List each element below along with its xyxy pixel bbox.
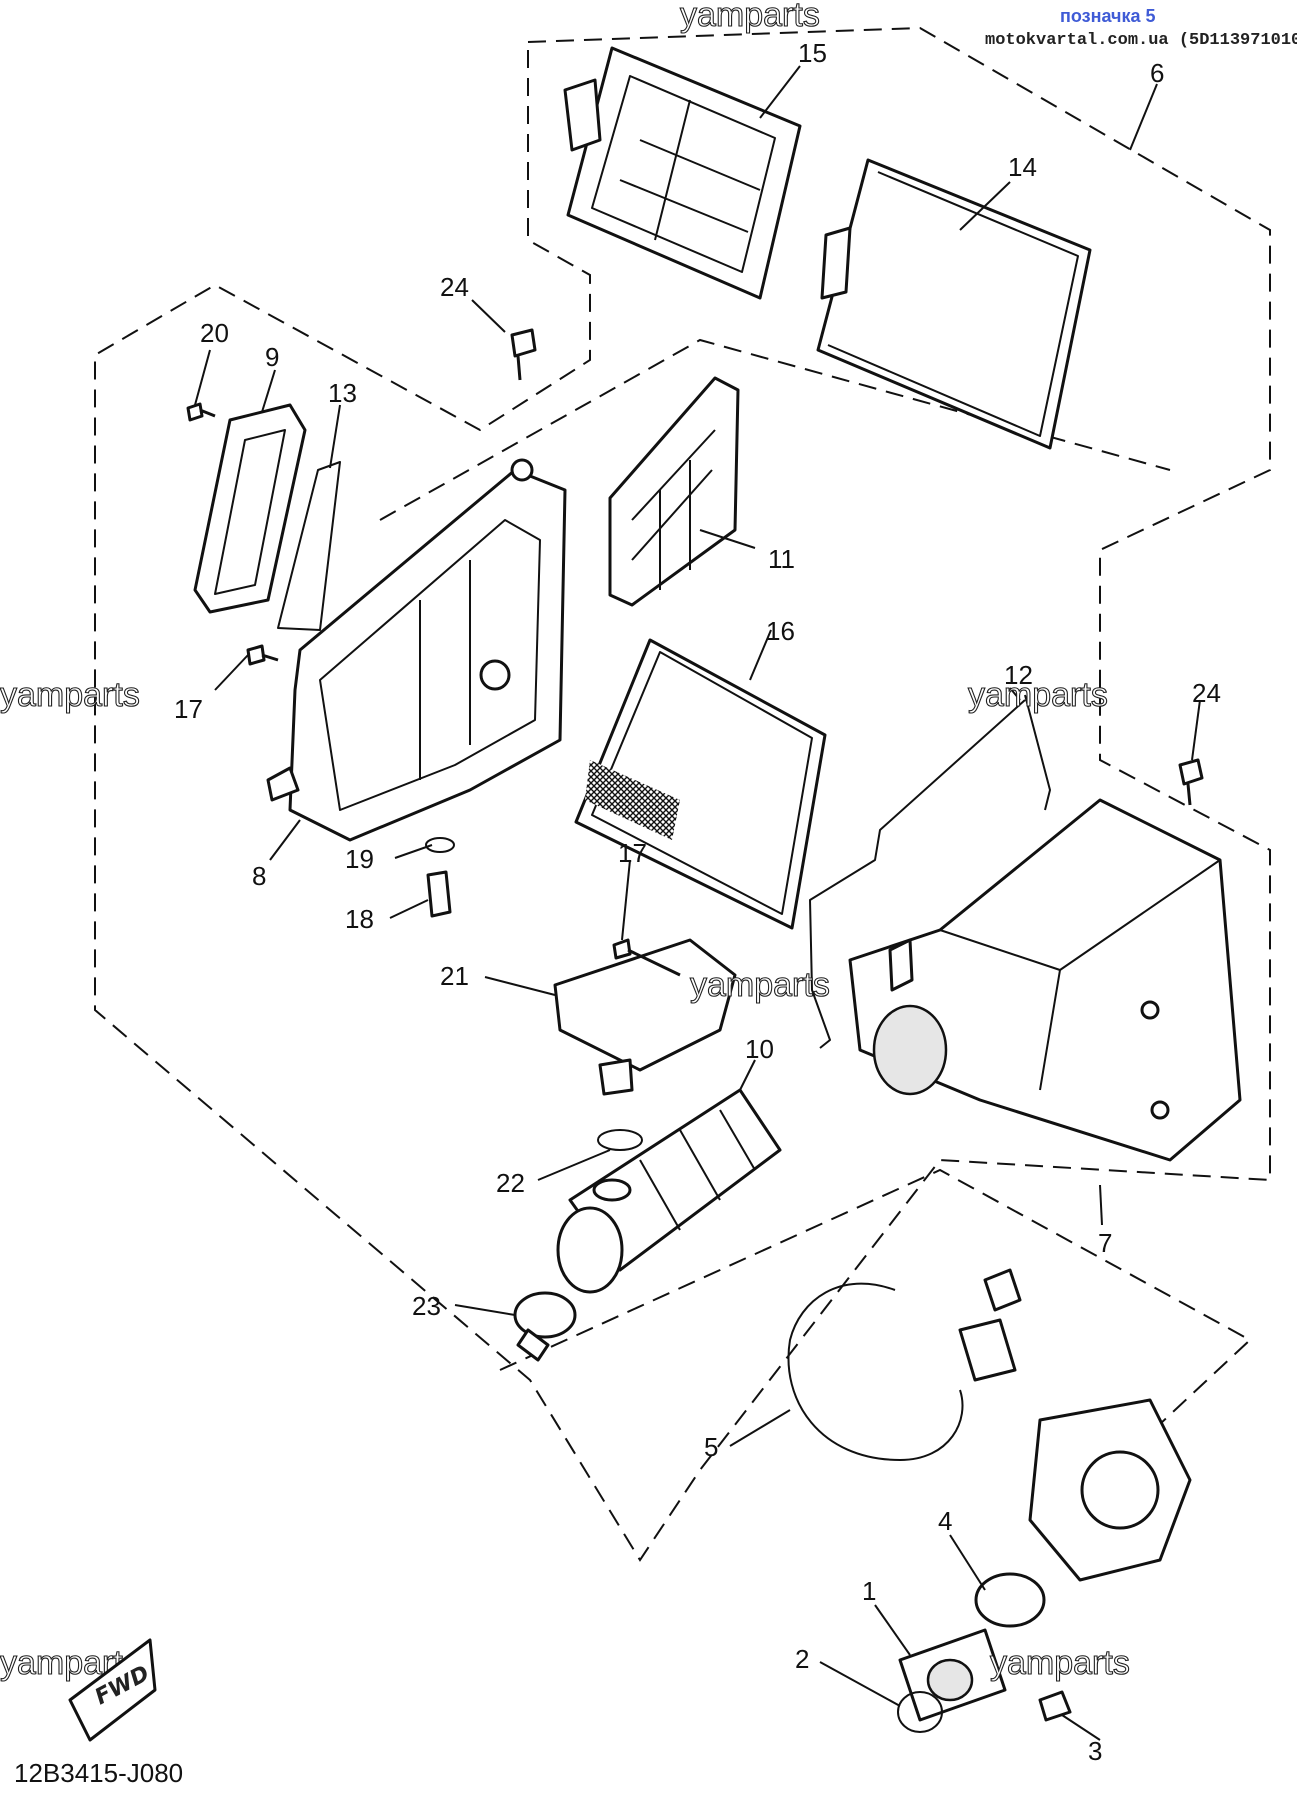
part-23-clamp (513, 1291, 577, 1362)
part-7-airbox-housing (848, 798, 1242, 1162)
part-24-bolt-b (1178, 758, 1204, 806)
part-5-hose (787, 1282, 964, 1461)
watermark-right: yamparts (968, 676, 1108, 714)
part-14-filter-element (816, 158, 1092, 450)
callout-2: 2 (795, 1644, 809, 1674)
watermark-bottom-right: yamparts (990, 1644, 1130, 1682)
part-16-screen (574, 638, 827, 930)
boundary-inner (379, 338, 1171, 521)
part-4-clamp (974, 1572, 1046, 1628)
part-9-side-cover (193, 403, 307, 614)
callout-6: 6 (1150, 58, 1164, 88)
callout-13: 13 (328, 378, 357, 408)
callout-24a: 24 (440, 272, 469, 302)
callout-22: 22 (496, 1168, 525, 1198)
part-2-o-ring (897, 1691, 943, 1733)
part-18-drain-cap (426, 870, 452, 918)
part-11-intake-frame (608, 376, 740, 607)
header-site: motokvartal.com.ua (5D1139710100) (985, 31, 1297, 50)
callout-14: 14 (1008, 152, 1037, 182)
part-1-manifold (898, 1628, 1007, 1722)
part-24-bolt-a (510, 328, 537, 381)
callout-20: 20 (200, 318, 229, 348)
part-15-filter-frame (563, 46, 802, 300)
callout-15: 15 (798, 38, 827, 68)
callout-23: 23 (412, 1291, 441, 1321)
callout-4: 4 (938, 1506, 952, 1536)
callout-17b: 17 (618, 838, 647, 868)
leader-lines (194, 65, 1201, 1741)
callout-16: 16 (766, 616, 795, 646)
callout-11: 11 (768, 544, 795, 574)
throttle-body (958, 1268, 1192, 1582)
callout-9: 9 (265, 342, 279, 372)
header-label: позначка 5 (1060, 6, 1156, 26)
callout-19: 19 (345, 844, 374, 874)
part-3-bolt (1038, 1690, 1072, 1722)
boundary-filter-group (94, 26, 1271, 1562)
diagram-code: 12B3415-J080 (14, 1758, 183, 1788)
part-10-intake-joint (556, 1088, 782, 1294)
part-12-seal-cord (809, 694, 1051, 1049)
callout-12: 12 (1004, 660, 1033, 690)
part-20-screw (186, 402, 216, 422)
part-8-airbox-case (266, 458, 567, 842)
callout-1: 1 (862, 1576, 876, 1606)
watermark-left: yamparts (0, 676, 140, 714)
watermark-top: yamparts (680, 0, 820, 34)
callout-7: 7 (1098, 1228, 1112, 1258)
part-17-screw-a (246, 644, 279, 666)
callout-24b: 24 (1192, 678, 1221, 708)
callout-5: 5 (704, 1432, 718, 1462)
callout-10: 10 (745, 1034, 774, 1064)
callout-3: 3 (1088, 1736, 1102, 1766)
callout-8: 8 (252, 861, 266, 891)
part-17-screw-b (612, 938, 681, 977)
watermark-center: yamparts (690, 966, 830, 1004)
part-21-duct (553, 938, 737, 1096)
part-13-gasket (277, 461, 341, 631)
boundary-throttle-group (499, 1168, 1252, 1481)
callout-21: 21 (440, 961, 469, 991)
part-22-clip (597, 1129, 643, 1151)
part-19-clip (425, 837, 455, 853)
callout-18: 18 (345, 904, 374, 934)
callout-17a: 17 (174, 694, 203, 724)
